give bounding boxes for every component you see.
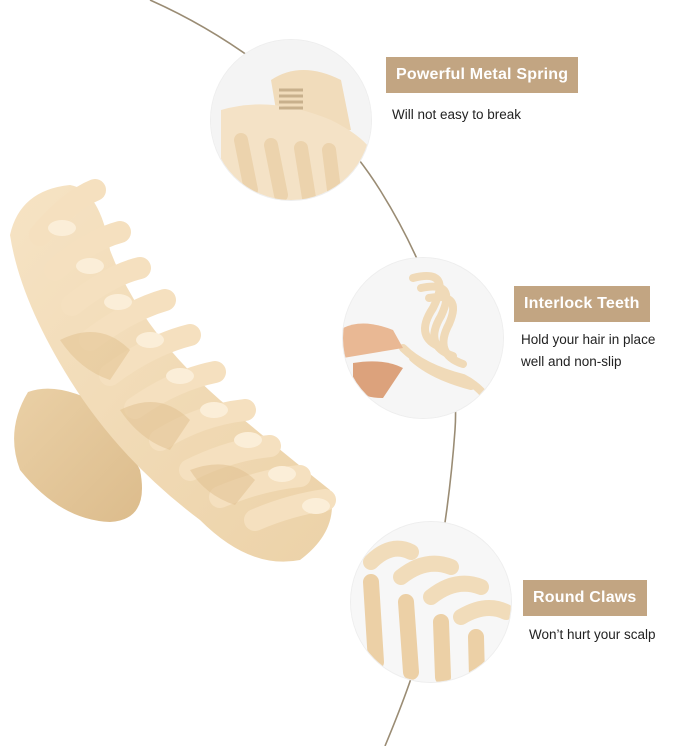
- feature-desc-interlock-teeth: Hold your hair in place well and non-sli…: [521, 332, 656, 369]
- feature-title-metal-spring: Powerful Metal Spring: [386, 57, 579, 93]
- spring-closeup-image: [211, 40, 371, 200]
- feature-title-interlock-teeth: Interlock Teeth: [514, 286, 650, 322]
- interlock-teeth-image: [343, 258, 503, 418]
- feature-desc-round-claws: Won’t hurt your scalp: [529, 627, 656, 642]
- feature-title-round-claws: Round Claws: [523, 580, 647, 616]
- feature-desc-metal-spring: Will not easy to break: [392, 107, 522, 122]
- round-claws-image: [351, 522, 511, 682]
